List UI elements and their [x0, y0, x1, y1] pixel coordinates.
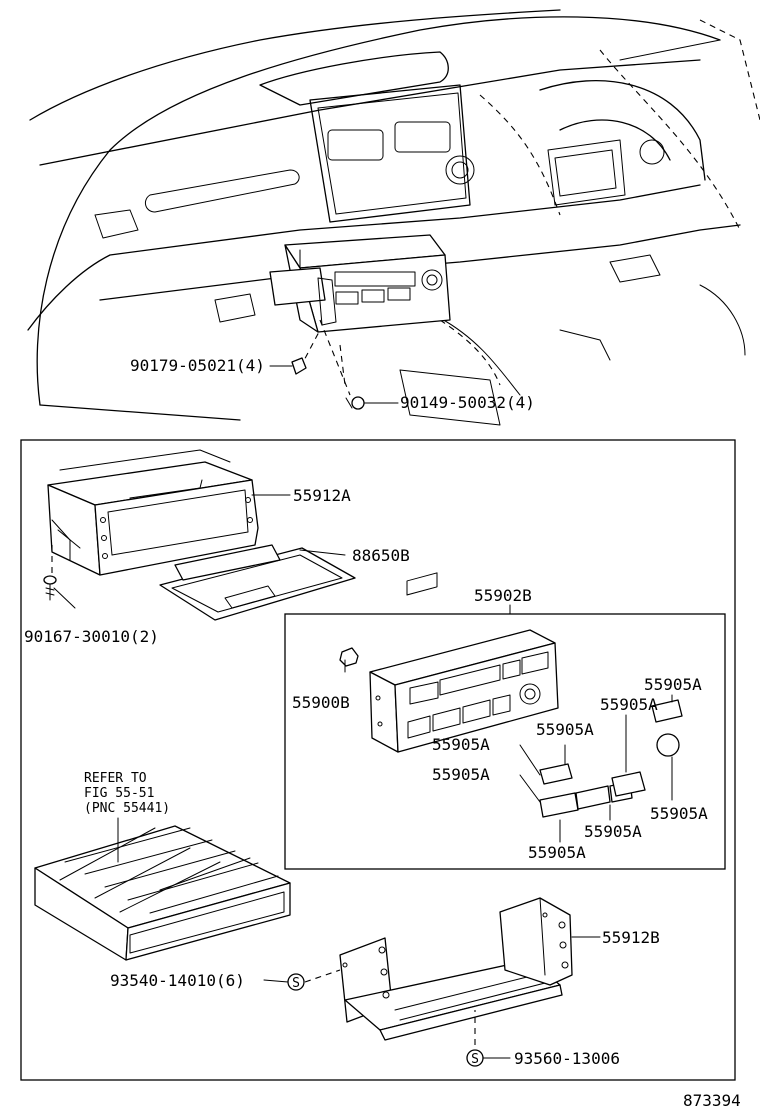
- mounting-frame-55912a: [47, 449, 291, 576]
- part-label-55905a-6: 55905A: [650, 804, 708, 823]
- part-label-90167: 90167-30010(2): [24, 627, 159, 646]
- control-panel-55902b: [369, 572, 559, 753]
- part-label-55902b: 55902B: [474, 586, 532, 605]
- s-symbol-93540: S: [263, 973, 305, 991]
- control-plate-88650b: [159, 544, 356, 621]
- refer-note-line-1: REFER TO: [84, 771, 147, 786]
- part-label-55905a-8: 55905A: [528, 843, 586, 862]
- top-fasteners: [269, 319, 399, 410]
- part-label-55912a: 55912A: [293, 486, 351, 505]
- subframe-55902b: [284, 613, 726, 870]
- screw-90167: [43, 545, 76, 609]
- part-label-55905a-4: 55905A: [432, 735, 490, 754]
- svg-text:S: S: [471, 1052, 479, 1067]
- part-label-90179: 90179-05021(4): [130, 356, 265, 375]
- assembly-frame: [20, 439, 736, 1081]
- part-label-55905a-5: 55905A: [432, 765, 490, 784]
- part-label-55905a-2: 55905A: [600, 695, 658, 714]
- part-label-88650b: 88650B: [352, 546, 410, 565]
- part-label-55912b: 55912B: [602, 928, 660, 947]
- part-label-93560: 93560-13006: [514, 1049, 620, 1068]
- storage-tray: [34, 817, 291, 961]
- diagram-number: 873394: [683, 1091, 741, 1110]
- clip-55900b: [339, 647, 359, 673]
- part-label-90149: 90149-50032(4): [400, 393, 535, 412]
- part-label-55905a-3: 55905A: [536, 720, 594, 739]
- s-symbol-93560: S: [466, 1049, 511, 1067]
- bracket-55912b: [304, 897, 601, 1045]
- buttons-55905a: [519, 694, 683, 843]
- refer-note-line-3: (PNC 55441): [84, 801, 170, 816]
- part-label-55900b: 55900B: [292, 693, 350, 712]
- dashboard-illustration: [27, 9, 760, 426]
- installed-head-unit: [269, 234, 451, 333]
- svg-text:S: S: [292, 976, 300, 991]
- part-label-93540: 93540-14010(6): [110, 971, 245, 990]
- part-label-55905a-1: 55905A: [644, 675, 702, 694]
- refer-note-line-2: FIG 55-51: [84, 786, 154, 801]
- part-label-55905a-7: 55905A: [584, 822, 642, 841]
